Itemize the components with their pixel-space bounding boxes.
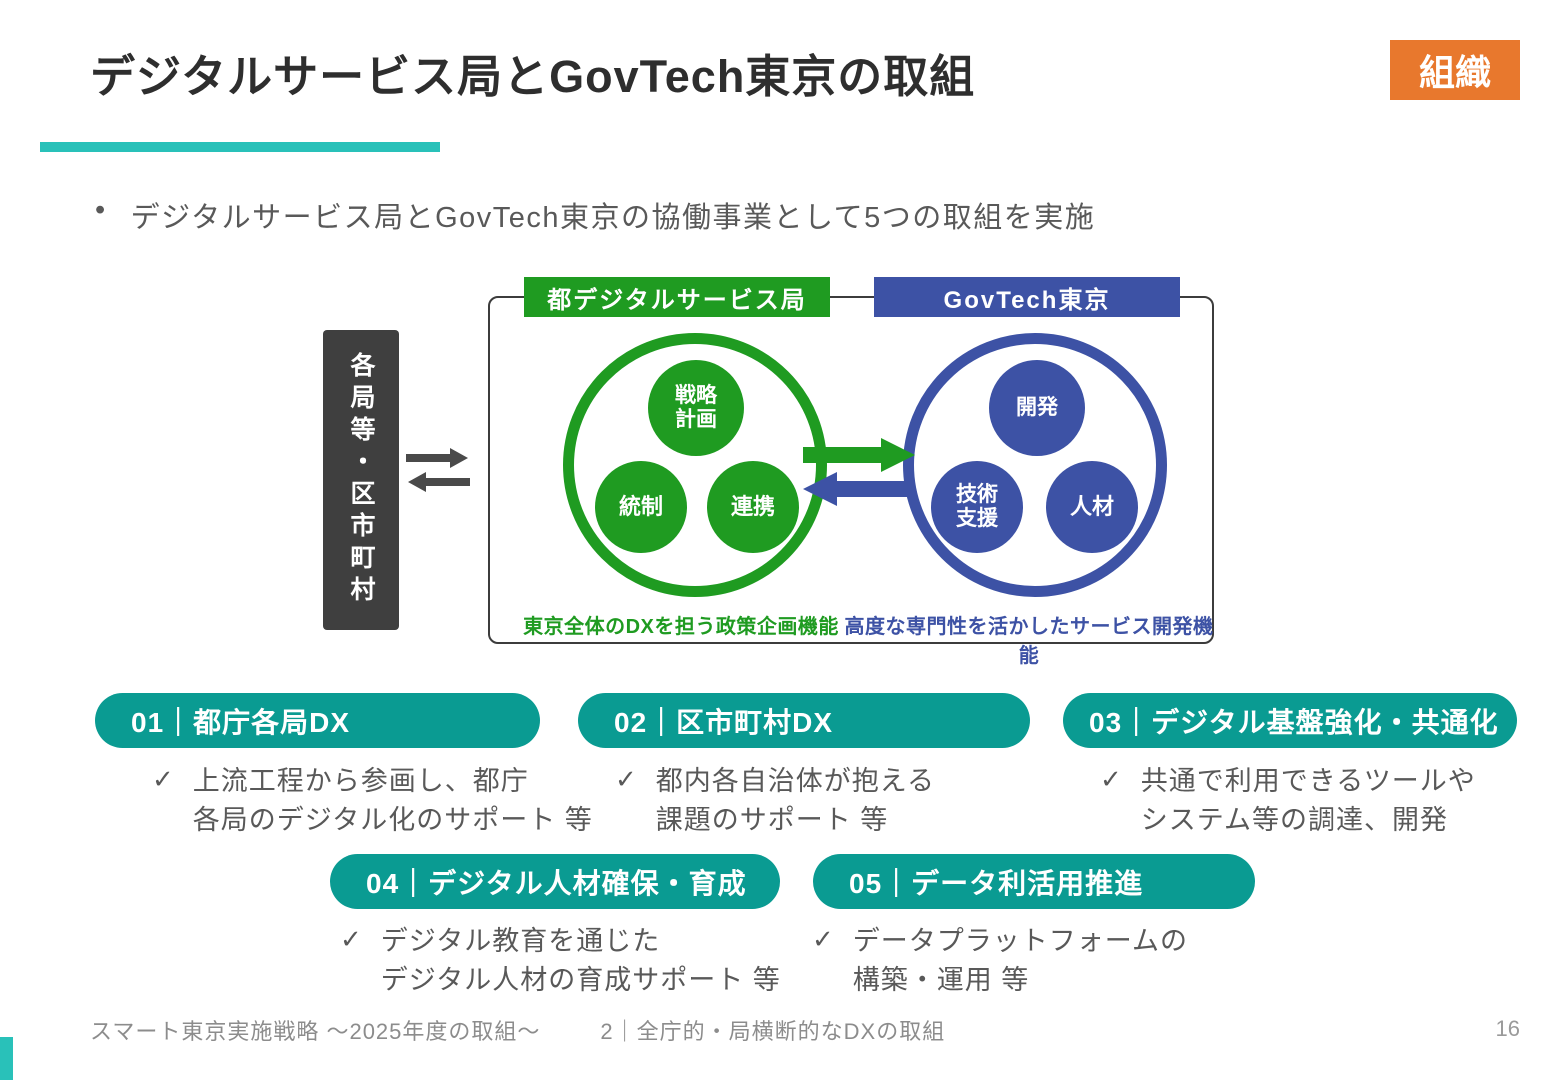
check-icon: ✓ bbox=[812, 924, 835, 954]
note-text: 都内各自治体が抱える 課題のサポート 等 bbox=[655, 766, 935, 836]
intro-bullet: • デジタルサービス局とGovTech東京の協働事業として5つの取組を実施 bbox=[95, 194, 1095, 236]
check-icon: ✓ bbox=[1100, 764, 1123, 794]
dss-caption: 東京全体のDXを担う政策企画機能 bbox=[523, 616, 839, 638]
dss-ring bbox=[563, 333, 827, 597]
govtech-header: GovTech東京 bbox=[874, 277, 1180, 317]
initiative-pill-02: 02｜区市町村DX bbox=[578, 693, 1030, 748]
note-text: データプラットフォームの 構築・運用 等 bbox=[852, 926, 1188, 996]
exchange-arrows-icon bbox=[406, 448, 470, 492]
initiative-pill-05: 05｜データ利活用推進 bbox=[813, 854, 1255, 909]
wards-box: 各局等・区市町村 bbox=[323, 330, 399, 630]
govtech-ring bbox=[903, 333, 1167, 597]
node-development: 開発 bbox=[989, 360, 1085, 456]
node-collaboration: 連携 bbox=[707, 461, 799, 553]
check-icon: ✓ bbox=[615, 764, 638, 794]
initiative-pill-04: 04｜デジタル人材確保・育成 bbox=[330, 854, 780, 909]
initiative-note-03: ✓ 共通で利用できるツールや システム等の調達、開発 bbox=[1100, 762, 1476, 840]
footer: スマート東京実施戦略 ～2025年度の取組～ 2｜全庁的・局横断的なDXの取組 bbox=[90, 1014, 945, 1046]
footer-strategy: スマート東京実施戦略 ～2025年度の取組～ bbox=[90, 1019, 541, 1044]
check-icon: ✓ bbox=[152, 764, 175, 794]
initiative-pill-03: 03｜デジタル基盤強化・共通化 bbox=[1063, 693, 1517, 748]
node-control: 統制 bbox=[595, 461, 687, 553]
flow-arrows-icon bbox=[803, 438, 915, 506]
node-tech-support: 技術 支援 bbox=[931, 461, 1023, 553]
title-underline bbox=[40, 142, 440, 152]
initiative-note-02: ✓ 都内各自治体が抱える 課題のサポート 等 bbox=[615, 762, 935, 840]
node-strategy: 戦略 計画 bbox=[648, 360, 744, 456]
note-text: デジタル教育を通じた デジタル人材の育成サポート 等 bbox=[380, 926, 781, 996]
note-text: 共通で利用できるツールや システム等の調達、開発 bbox=[1140, 766, 1476, 836]
category-badge: 組織 bbox=[1390, 40, 1520, 100]
initiative-note-01: ✓ 上流工程から参画し、都庁 各局のデジタル化のサポート 等 bbox=[152, 762, 593, 840]
corner-accent bbox=[0, 1037, 13, 1080]
initiative-pill-01: 01｜都庁各局DX bbox=[95, 693, 540, 748]
node-talent: 人材 bbox=[1046, 461, 1138, 553]
footer-section: 2｜全庁的・局横断的なDXの取組 bbox=[600, 1019, 946, 1044]
diagram-frame bbox=[488, 296, 1214, 644]
page-title: デジタルサービス局とGovTech東京の取組 bbox=[90, 51, 976, 102]
govtech-caption: 高度な専門性を活かしたサービス開発機能 bbox=[844, 616, 1214, 667]
page-number: 16 bbox=[1495, 1016, 1520, 1041]
initiative-note-04: ✓ デジタル教育を通じた デジタル人材の育成サポート 等 bbox=[340, 922, 781, 1000]
dss-header: 都デジタルサービス局 bbox=[524, 277, 830, 317]
check-icon: ✓ bbox=[340, 924, 363, 954]
intro-text: デジタルサービス局とGovTech東京の協働事業として5つの取組を実施 bbox=[130, 202, 1096, 234]
bullet-icon: • bbox=[95, 194, 107, 226]
initiative-note-05: ✓ データプラットフォームの 構築・運用 等 bbox=[812, 922, 1188, 1000]
note-text: 上流工程から参画し、都庁 各局のデジタル化のサポート 等 bbox=[192, 766, 593, 836]
